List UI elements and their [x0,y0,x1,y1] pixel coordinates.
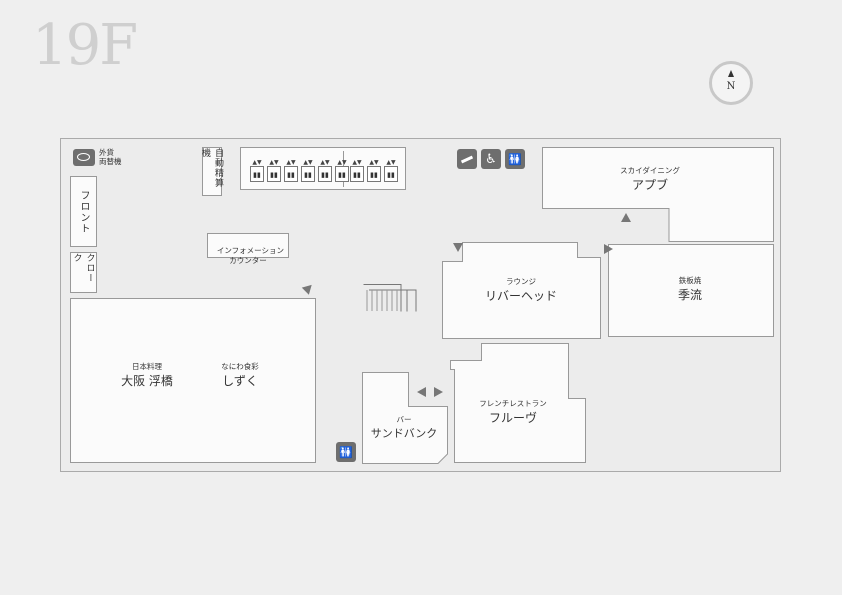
lounge-sub: ラウンジ [506,277,536,286]
restroom-icon: 🚻 [336,442,356,462]
entrance-arrow-icon [604,244,613,254]
japanese-sub: 日本料理 [132,362,162,371]
naniwa-sub: なにわ食彩 [221,362,259,371]
japanese-name: 大阪 浮橋 [121,374,173,388]
bar-sub: バー [396,415,412,424]
elevator-icon: ▲▼▮▮ [335,159,349,182]
sky-dining-name: アプブ [631,178,668,192]
japanese-label-group: 日本料理 大阪 浮橋 [97,361,197,389]
elevator-icon: ▲▼▮▮ [367,159,381,182]
elevator-icon: ▲▼▮▮ [384,159,398,182]
entrance-arrow-icon [434,387,443,397]
elevator-icon: ▲▼▮▮ [284,159,298,182]
compass-icon: N [709,61,753,105]
elevator-icon: ▲▼▮▮ [301,159,315,182]
front-desk-label: フロント [78,189,89,234]
french-name: フルーヴ [488,411,537,425]
teppanyaki-sub: 鉄板焼 [678,276,702,285]
elevator-icon: ▲▼▮▮ [267,159,281,182]
japanese-restaurant-area [70,298,316,463]
french-restaurant-area [450,343,586,463]
bar-label-group: バー サンドバンク [364,414,444,441]
floor-label: 19F [32,13,138,78]
auto-checkout-label: 自動精算機 [200,148,223,188]
wheelchair-accessible-icon: ♿ [481,149,501,169]
north-arrow-icon [728,70,734,77]
sky-dining-label-group: スカイダイニング アプブ [600,165,700,193]
staircase-icon [363,284,417,312]
cloak-room: クローク [70,252,97,293]
bar-area [362,372,448,464]
elevator-group-left: ▲▼▮▮ ▲▼▮▮ ▲▼▮▮ ▲▼▮▮ ▲▼▮▮ ▲▼▮▮ [250,159,349,182]
information-counter-label: インフォメーション カウンター [216,246,284,265]
elevator-icon: ▲▼▮▮ [250,159,264,182]
front-desk: フロント [70,176,97,247]
auto-checkout-machine: 自動精算機 [200,147,223,196]
sky-dining-area [542,147,774,242]
currency-exchange-label: 外貨 両替機 [99,148,122,166]
french-label-group: フレンチレストラン フルーヴ [463,398,563,426]
entrance-arrow-icon [417,387,426,397]
french-sub: フレンチレストラン [479,399,547,408]
teppanyaki-label-group: 鉄板焼 季流 [640,275,740,303]
north-label: N [726,81,736,92]
elevator-group-right: ▲▼▮▮ ▲▼▮▮ ▲▼▮▮ [350,159,398,182]
elevator-icon: ▲▼▮▮ [318,159,332,182]
elevator-icon: ▲▼▮▮ [350,159,364,182]
lounge-name: リバーヘッド [484,289,557,303]
smoking-area-icon [457,149,477,169]
sky-dining-sub: スカイダイニング [620,166,680,175]
entrance-arrow-icon [621,213,631,222]
lounge-label-group: ラウンジ リバーヘッド [471,276,571,304]
entrance-arrow-icon [453,243,463,252]
teppanyaki-area [608,244,774,337]
lounge-area [442,242,601,339]
restroom-icon: 🚻 [505,149,525,169]
teppanyaki-name: 季流 [677,288,702,302]
naniwa-name: しずく [222,374,258,388]
bar-name: サンドバンク [370,427,438,440]
cloak-room-label: クローク [71,253,95,283]
information-counter: インフォメーション カウンター [207,233,289,265]
currency-exchange-icon [73,149,95,166]
naniwa-label-group: なにわ食彩 しずく [190,361,290,389]
